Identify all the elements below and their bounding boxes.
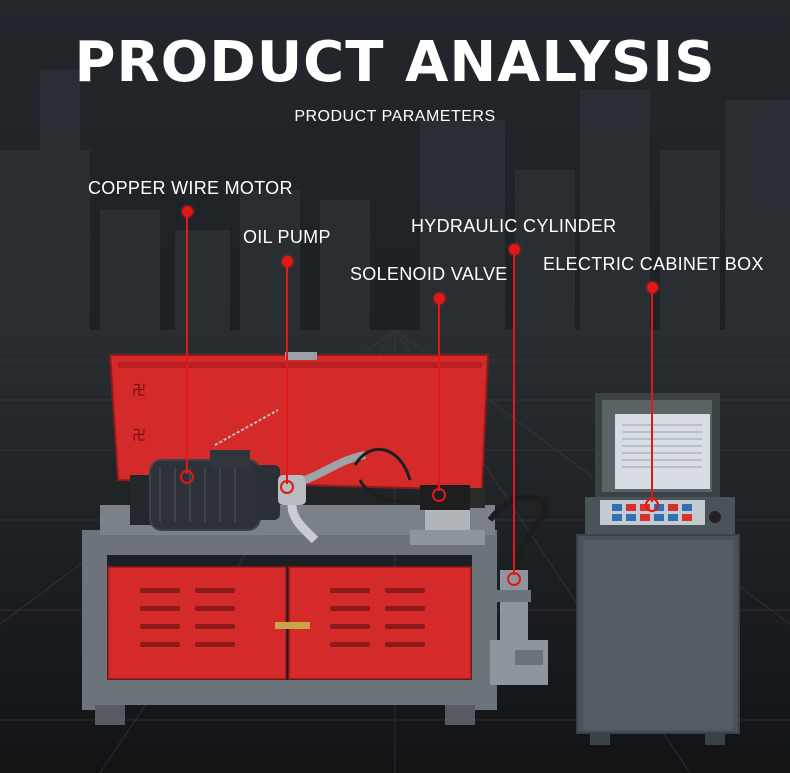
callout-line-copper-wire-motor — [186, 212, 188, 474]
callout-label-electric-cabinet-box: ELECTRIC CABINET BOX — [543, 254, 764, 274]
callout-target-oil-pump — [280, 480, 294, 494]
callout-target-electric-cabinet-box — [645, 498, 659, 512]
callout-line-oil-pump — [286, 262, 288, 484]
callout-marker-copper-wire-motor — [182, 206, 193, 217]
callout-marker-hydraulic-cylinder — [509, 244, 520, 255]
callout-line-electric-cabinet-box — [651, 288, 653, 502]
callout-marker-electric-cabinet-box — [647, 282, 658, 293]
callout-line-hydraulic-cylinder — [513, 250, 515, 575]
page-subtitle: PRODUCT PARAMETERS — [294, 108, 496, 125]
callout-label-hydraulic-cylinder: HYDRAULIC CYLINDER — [411, 216, 617, 236]
callout-line-solenoid-valve — [438, 299, 440, 491]
callout-target-hydraulic-cylinder — [507, 572, 521, 586]
callout-label-solenoid-valve: SOLENOID VALVE — [350, 264, 508, 284]
callout-target-copper-wire-motor — [180, 470, 194, 484]
page-title: PRODUCT ANALYSIS — [74, 30, 716, 95]
svg-text:卍: 卍 — [132, 383, 146, 399]
callout-label-oil-pump: OIL PUMP — [243, 227, 331, 247]
callout-marker-oil-pump — [282, 256, 293, 267]
callout-target-solenoid-valve — [432, 488, 446, 502]
svg-text:卍: 卍 — [132, 428, 146, 444]
callout-marker-solenoid-valve — [434, 293, 445, 304]
callout-label-copper-wire-motor: COPPER WIRE MOTOR — [88, 178, 293, 198]
